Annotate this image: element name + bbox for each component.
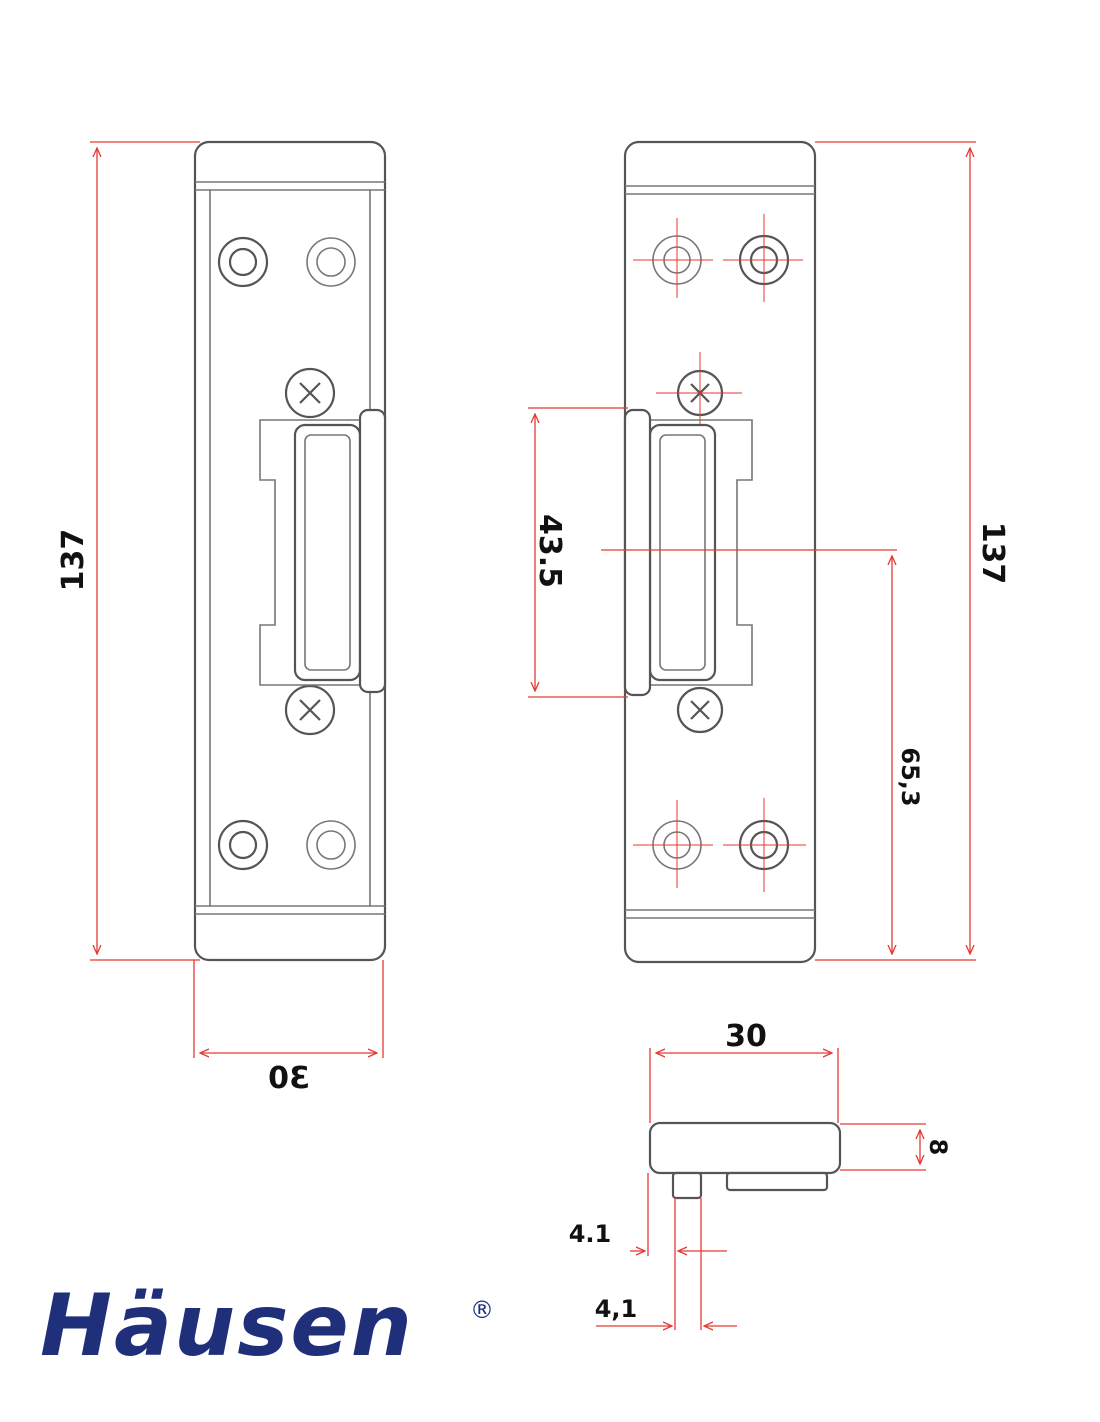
mounting-hole [723,798,806,892]
mounting-hole [217,819,269,871]
right-strike-plate-view: 137 43.5 65,3 [528,140,1010,964]
adjustment-screw-icon [284,367,336,419]
side-profile-view: 30 8 4.1 4,1 [569,1019,952,1330]
left-strike-plate-view: 137 30 [56,140,387,1096]
keeper-slot [623,408,753,697]
mounting-hole [306,820,356,870]
mounting-hole [633,800,713,888]
dim-side-width: 30 [725,1019,767,1054]
adjustment-screw-icon [284,684,336,736]
adjustment-screw-icon [656,352,742,432]
dim-right-height: 137 [975,522,1010,585]
dim-slot-offset: 65,3 [896,747,924,806]
registered-mark: ® [470,1296,494,1324]
mounting-hole [217,236,269,288]
mounting-hole [723,214,803,302]
brand-logo: Häusen ® [40,1276,494,1376]
dim-side-thickness: 8 [924,1139,952,1156]
mounting-hole [306,237,356,287]
dim-left-width: 30 [268,1061,310,1096]
adjustment-screw-icon [676,686,724,734]
dim-slot-height: 43.5 [532,514,567,588]
dim-left-height: 137 [56,529,91,592]
brand-name: Häusen [40,1276,414,1376]
mounting-hole [633,218,713,298]
dim-pin-width: 4,1 [595,1295,638,1323]
keeper-slot [259,408,387,694]
dim-pin-offset: 4.1 [569,1220,612,1248]
